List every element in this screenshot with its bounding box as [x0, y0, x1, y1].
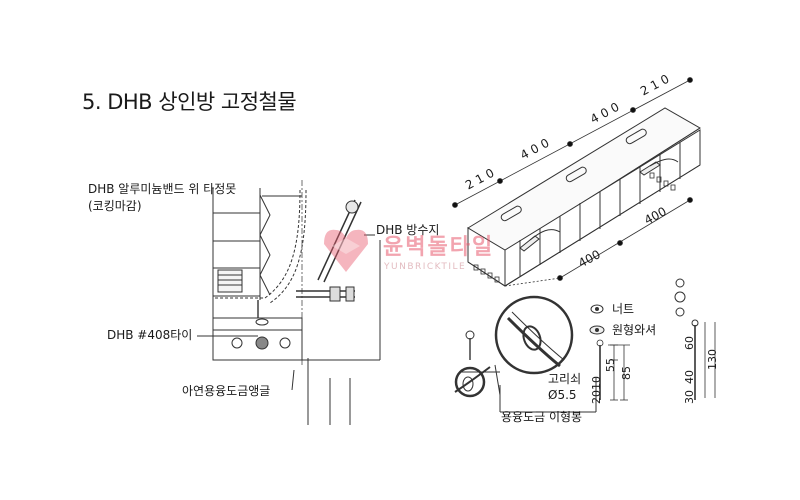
label-rivet-sub: (코킹마감) [88, 199, 142, 213]
watermark-text: 윤벽돌타일 [383, 235, 495, 260]
dim-washer-c: 40 [683, 370, 696, 384]
dim-rod-c: 2010 [590, 376, 603, 404]
label-ring-dim: Ø5.5 [548, 388, 577, 402]
label-waterproof: DHB 방수지 [376, 223, 440, 237]
label-ring: 고리쇠 [548, 372, 582, 386]
bracket-isometric [467, 107, 701, 287]
label-tie: DHB #408타이 [107, 328, 193, 342]
dimension-line-bottom [504, 197, 693, 287]
label-angle: 아연용융도금앵글 [182, 384, 271, 398]
dim-washer-d: 30 [683, 390, 696, 404]
wall-section [197, 180, 381, 425]
label-rod: 용융도금 이형봉 [501, 410, 583, 424]
dim-rod-a: 55 [604, 358, 617, 372]
watermark-logo-icon [324, 229, 368, 272]
watermark-subtext: YUNBRICKTILE [384, 262, 467, 272]
dim-washer-b: 130 [706, 349, 719, 370]
dim-washer-a: 60 [683, 336, 696, 350]
label-rivet: DHB 알루미늄밴드 위 타정못 [88, 182, 237, 196]
label-washer: 원형와셔 [612, 323, 657, 337]
hardware-icons [589, 278, 716, 400]
page-title: 5. DHB 상인방 고정철물 [82, 90, 297, 114]
dimension-line-top [452, 77, 693, 208]
label-nut: 너트 [612, 302, 635, 316]
rod-dimension [596, 339, 630, 401]
ring-detail [454, 295, 597, 413]
dim-rod-b: 85 [620, 366, 633, 380]
